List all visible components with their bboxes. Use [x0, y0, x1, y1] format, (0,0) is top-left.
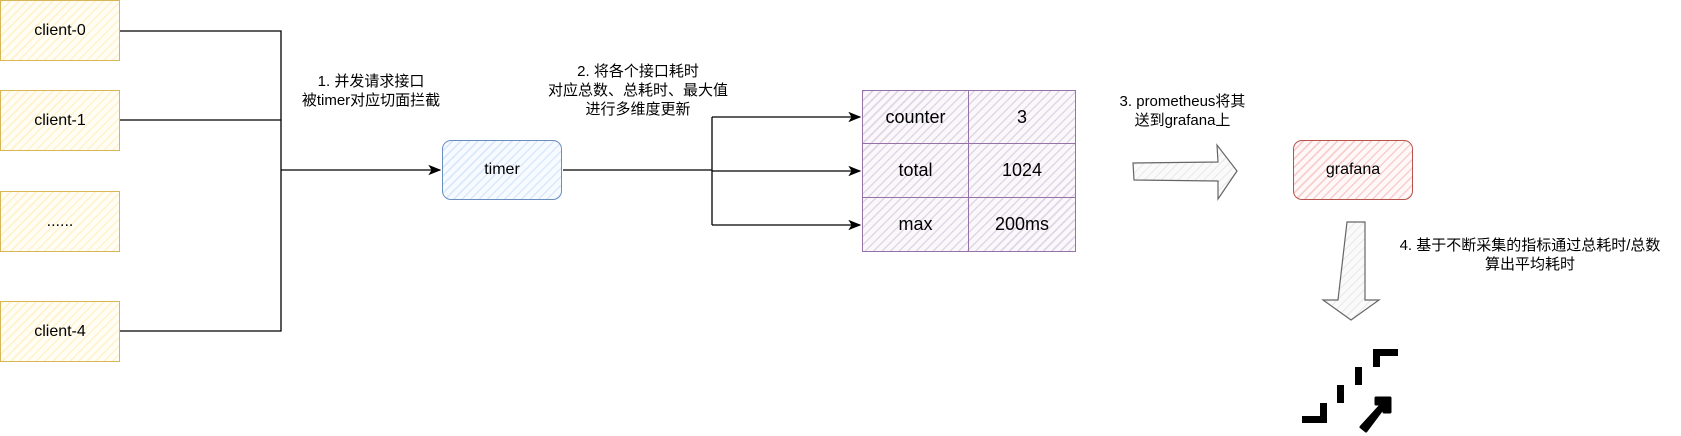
client-node[interactable]: client-4 — [0, 301, 120, 362]
timer-node[interactable]: timer — [442, 140, 562, 200]
step-3-line: 送到grafana上 — [1134, 112, 1231, 129]
step-1-label: 1. 并发请求接口 被timer对应切面拦截 — [296, 72, 446, 110]
client-label: client-4 — [34, 322, 86, 340]
step-3-line: 3. prometheus将其 — [1119, 93, 1246, 110]
step-1-line: 被timer对应切面拦截 — [301, 92, 441, 109]
metric-name-cell: counter — [863, 91, 969, 145]
metrics-table: counter 3 total 1024 max 200ms — [862, 90, 1076, 252]
metric-value-cell: 3 — [969, 91, 1075, 145]
step-2-line: 对应总数、总耗时、最大值 — [547, 82, 728, 99]
metric-name-cell: total — [863, 144, 969, 198]
grafana-node[interactable]: grafana — [1293, 140, 1413, 200]
metric-value-cell: 1024 — [969, 144, 1075, 198]
grafana-label: grafana — [1325, 161, 1381, 178]
step-1-line: 1. 并发请求接口 — [317, 73, 425, 90]
client-label: ...... — [46, 212, 74, 230]
client-label: client-1 — [34, 111, 86, 129]
client-node[interactable]: ...... — [0, 191, 120, 252]
block-arrow-down-icon — [1321, 221, 1381, 321]
step-2-line: 2. 将各个接口耗时 — [577, 63, 699, 80]
metric-value-cell: 200ms — [994, 213, 1050, 234]
step-4-line: 4. 基于不断采集的指标通过总耗时/总数 — [1399, 237, 1661, 254]
step-4-line: 算出平均耗时 — [1484, 256, 1575, 273]
stairs-up-icon — [1302, 349, 1398, 433]
step-4-label: 4. 基于不断采集的指标通过总耗时/总数 算出平均耗时 — [1385, 236, 1675, 274]
block-arrow-right-icon — [1132, 143, 1238, 201]
client-node[interactable]: client-1 — [0, 90, 120, 151]
timer-connectors — [563, 111, 862, 231]
client-node[interactable]: client-0 — [0, 0, 120, 61]
step-2-line: 进行多维度更新 — [585, 101, 691, 118]
client-label: client-0 — [34, 21, 86, 39]
connector-client-0-4 — [120, 30, 282, 332]
step-2-label: 2. 将各个接口耗时 对应总数、总耗时、最大值 进行多维度更新 — [538, 62, 738, 119]
timer-label: timer — [484, 161, 520, 178]
step-3-label: 3. prometheus将其 送到grafana上 — [1110, 92, 1255, 130]
client-connectors — [120, 30, 442, 332]
metric-name-cell: max — [863, 197, 969, 251]
